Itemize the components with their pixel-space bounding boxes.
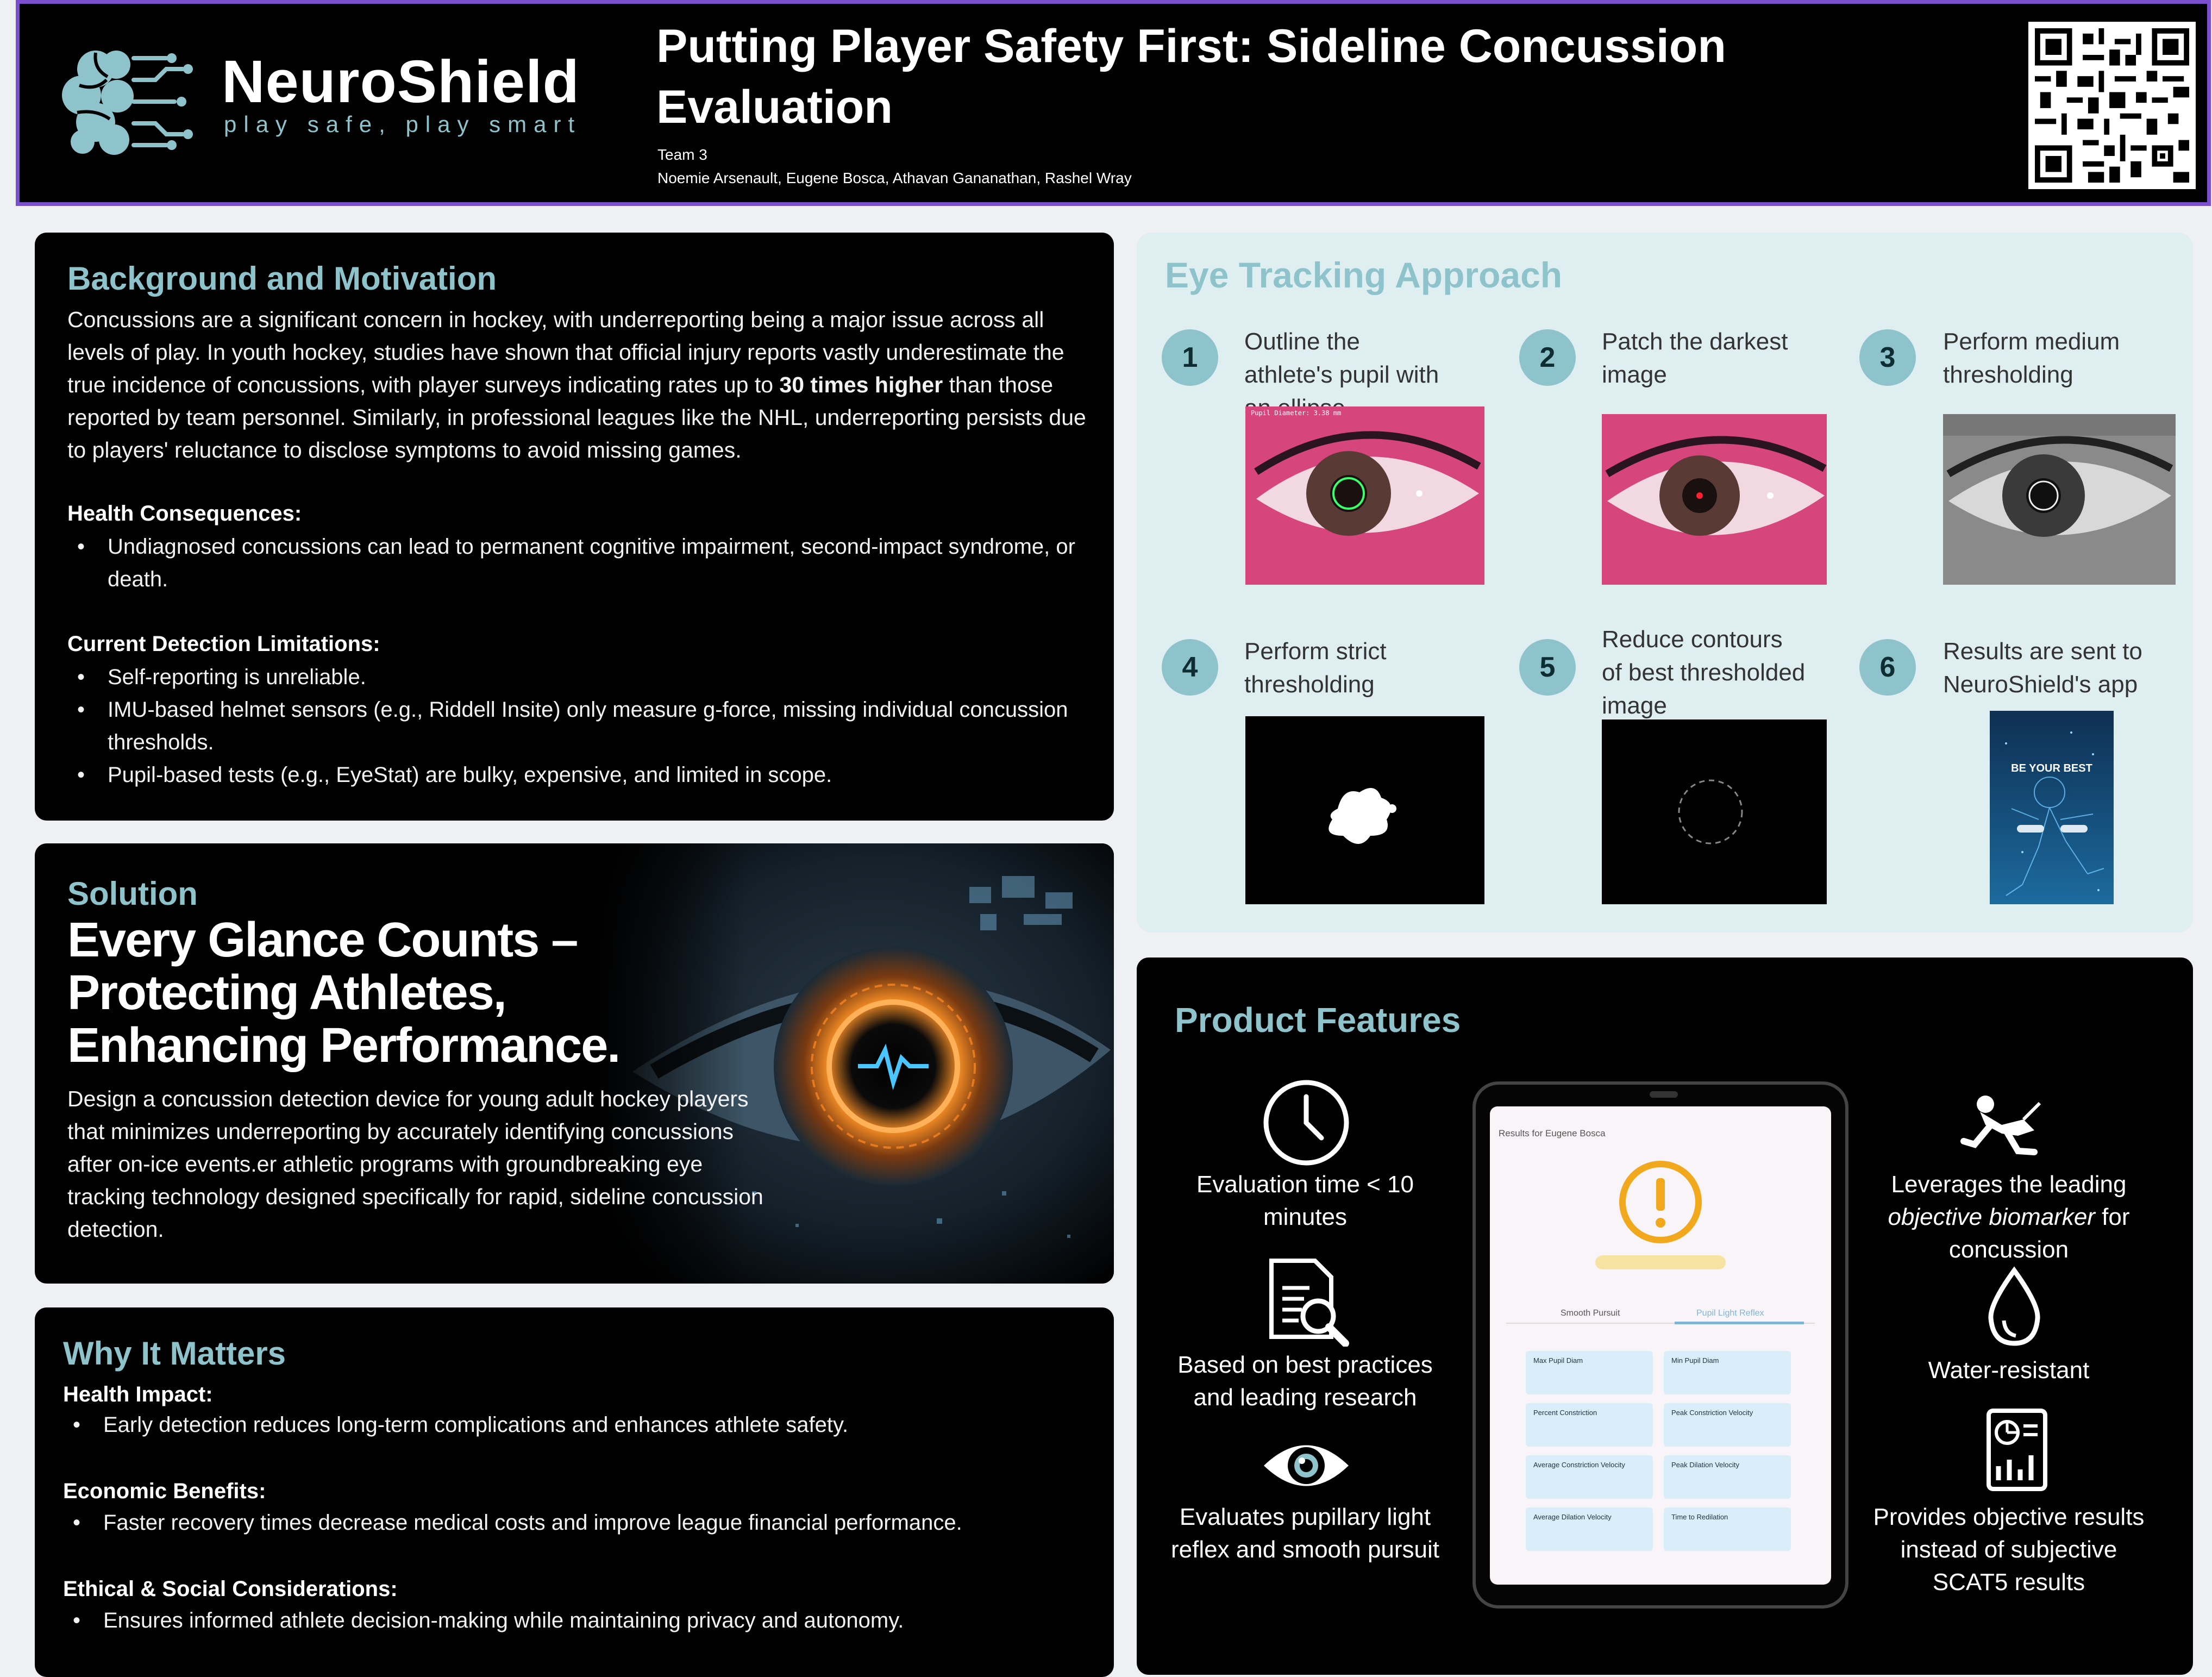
step-number-badge: 2 [1519, 329, 1576, 386]
eye-tracking-panel: Eye Tracking Approach 1 Outline the athl… [1137, 233, 2193, 933]
subsection-heading: Health Consequences: [67, 502, 302, 525]
step-description: Reduce contours of best thresholded imag… [1602, 626, 1806, 719]
solution-panel: Solution Every Glance Counts – Protectin… [35, 843, 1114, 1284]
darkest-patch-image [1602, 414, 1827, 585]
status-badge [1595, 1255, 1726, 1269]
warning-icon [1619, 1161, 1702, 1243]
strict-threshold-image [1245, 716, 1484, 904]
list-item: Faster recovery times decrease medical c… [63, 1506, 1085, 1539]
svg-text:BE YOUR BEST: BE YOUR BEST [2011, 762, 2092, 774]
pupil-ellipse-image: Pupil Diameter: 3.38 mm [1245, 406, 1484, 585]
feature-text: Provides objective results instead of su… [1873, 1504, 2145, 1595]
tablet-screen: Results for Eugene Bosca Smooth Pursuit … [1490, 1106, 1831, 1585]
product-features-panel: Product Features Evaluation time < 10 mi… [1137, 958, 2193, 1675]
feature-text: Based on best practices and leading rese… [1177, 1351, 1433, 1411]
svg-text:Pupil Diameter: 3.38 mm: Pupil Diameter: 3.38 mm [1251, 409, 1341, 417]
list-item: Ensures informed athlete decision-making… [63, 1604, 1085, 1637]
step-description: Results are sent to NeuroShield's app [1943, 638, 2142, 698]
clock-icon [1263, 1080, 1349, 1166]
results-heading: Results for Eugene Bosca [1499, 1128, 1606, 1138]
step-description: Perform medium thresholding [1943, 328, 2120, 388]
water-drop-icon [1988, 1266, 2040, 1346]
section-title: Why It Matters [63, 1335, 286, 1372]
metric-card: Min Pupil Diam [1664, 1351, 1791, 1394]
metric-card: Max Pupil Diam [1526, 1351, 1653, 1394]
glowing-eye-image [589, 843, 1114, 1284]
step-number-badge: 1 [1162, 329, 1218, 386]
poster-header: NeuroShield play safe, play smart Puttin… [16, 0, 2211, 206]
brand-tagline: play safe, play smart [224, 111, 582, 137]
metric-card: Average Constriction Velocity [1526, 1455, 1653, 1499]
subsection-heading: Health Impact: [63, 1382, 213, 1406]
step-description: Patch the darkest image [1602, 328, 1788, 388]
qr-code[interactable] [2028, 22, 2196, 189]
feature-text: Water-resistant [1928, 1357, 2090, 1384]
report-icon [1987, 1409, 2047, 1491]
tab-smooth-pursuit[interactable]: Smooth Pursuit [1561, 1309, 1620, 1318]
subsection-heading: Ethical & Social Considerations: [63, 1577, 398, 1601]
metric-card: Average Dilation Velocity [1526, 1507, 1653, 1551]
tablet-mockup: Results for Eugene Bosca Smooth Pursuit … [1472, 1081, 1848, 1609]
brain-circuit-logo-icon [62, 51, 193, 155]
step-description: Perform strict thresholding [1244, 638, 1387, 698]
eye-icon [1264, 1445, 1349, 1486]
section-title: Eye Tracking Approach [1165, 255, 1563, 295]
reduced-contour-image [1602, 719, 1827, 904]
solution-headline: Every Glance Counts – Protecting Athlete… [67, 913, 621, 1073]
list-item: Early detection reduces long-term compli… [63, 1409, 1085, 1441]
solution-description: Design a concussion detection device for… [67, 1086, 763, 1242]
medium-threshold-image [1943, 414, 2176, 585]
qr-code-image [2035, 28, 2189, 183]
background-intro: Concussions are a significant concern in… [67, 307, 1086, 462]
step-number-badge: 4 [1162, 639, 1218, 696]
step-number-badge: 5 [1519, 639, 1576, 696]
feature-text: Evaluation time < 10 minutes [1196, 1171, 1414, 1230]
list-item: Self-reporting is unreliable. [67, 661, 1083, 693]
feature-text: Evaluates pupillary light reflex and smo… [1170, 1504, 1440, 1563]
poster-title: Putting Player Safety First: Sideline Co… [656, 20, 1726, 133]
metric-card: Peak Constriction Velocity [1664, 1403, 1791, 1447]
step-number-badge: 3 [1859, 329, 1916, 386]
document-search-icon [1269, 1259, 1349, 1347]
list-item: IMU-based helmet sensors (e.g., Riddell … [67, 693, 1083, 759]
team-label: Team 3 [657, 146, 707, 163]
active-tab-indicator [1675, 1322, 1804, 1324]
author-list: Noemie Arsenault, Eugene Bosca, Athavan … [657, 170, 1132, 186]
feature-text: Leverages the leading objective biomarke… [1888, 1171, 2130, 1263]
metric-card: Peak Dilation Velocity [1664, 1455, 1791, 1499]
tab-pupil-light-reflex[interactable]: Pupil Light Reflex [1696, 1309, 1764, 1318]
metric-card: Time to Redilation [1664, 1507, 1791, 1551]
step-number-badge: 6 [1859, 639, 1916, 696]
section-title: Product Features [1175, 1000, 1461, 1040]
metric-card: Percent Constriction [1526, 1403, 1653, 1447]
list-item: Pupil-based tests (e.g., EyeStat) are bu… [67, 759, 1083, 791]
emphasis-stat: 30 times higher [779, 372, 943, 397]
tablet-camera [1650, 1091, 1678, 1098]
hockey-player-icon [1960, 1096, 2041, 1155]
background-motivation-panel: Background and Motivation Concussions ar… [35, 233, 1114, 821]
section-title: Background and Motivation [67, 260, 497, 297]
brand-name: NeuroShield [222, 48, 580, 115]
subsection-heading: Current Detection Limitations: [67, 632, 380, 656]
why-it-matters-panel: Why It Matters Health Impact: Early dete… [35, 1307, 1114, 1677]
tab-divider [1506, 1323, 1815, 1324]
subsection-heading: Economic Benefits: [63, 1479, 266, 1503]
detection-limitations-list: Self-reporting is unreliable. IMU-based … [67, 661, 1083, 791]
section-label: Solution [67, 875, 198, 912]
app-screen-image: BE YOUR BEST [1990, 711, 2114, 904]
list-item: Undiagnosed concussions can lead to perm… [67, 530, 1083, 596]
health-consequences-list: Undiagnosed concussions can lead to perm… [67, 530, 1083, 596]
